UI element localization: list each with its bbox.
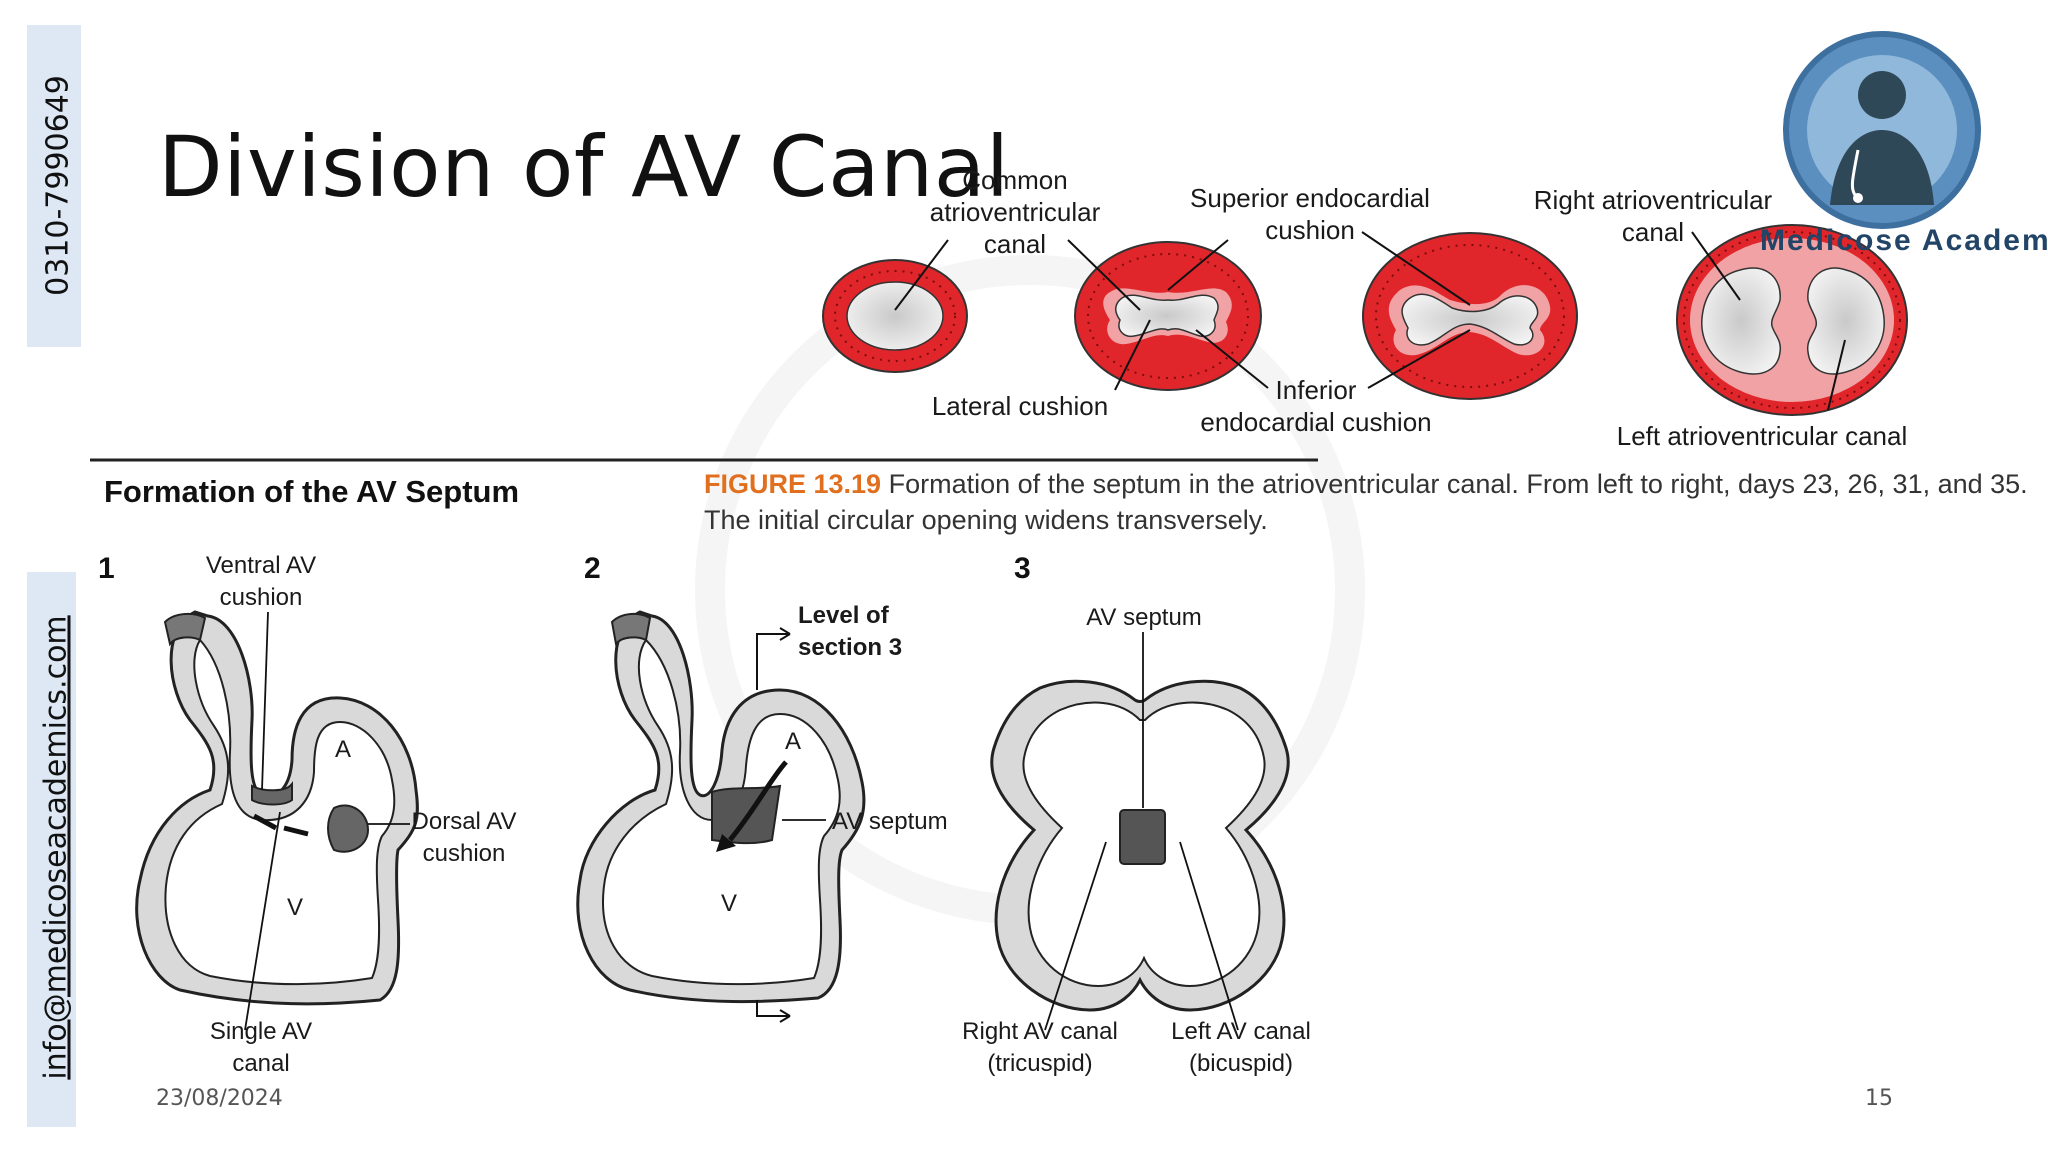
section-heading: Formation of the AV Septum: [104, 474, 520, 509]
day26-lumen: [1115, 294, 1219, 338]
stage-day26: [1074, 241, 1262, 391]
label-left-av-canal: Left atrioventricular canal: [1616, 421, 1908, 451]
caption-text: Formation of the septum in the atriovent…: [881, 469, 2028, 499]
stage-day31: [1362, 232, 1578, 400]
top-leaders: [894, 231, 1846, 411]
label-ventral-cushion: Ventral AV cushion: [205, 552, 317, 611]
label-lateral-cushion: Lateral cushion: [931, 391, 1109, 421]
panel-1-heart: [135, 610, 419, 1006]
label-right-av-canal: Right atrioventricular canal: [1533, 185, 1773, 247]
left-av-canal-lumen: [1806, 267, 1885, 375]
figure-caption-line2: The initial circular opening widens tran…: [704, 505, 1268, 535]
label-v1: V: [286, 894, 303, 921]
phone-box: [27, 25, 81, 347]
av-septum-panel3: [1119, 809, 1166, 865]
panel-2-heart: [576, 610, 866, 1004]
bottom-leaders: [244, 611, 1239, 1031]
label-left-av-canal-3: Left AV canal (bicuspid): [1171, 1018, 1311, 1077]
logo: [1783, 31, 1981, 229]
panel-number-1: 1: [98, 552, 115, 585]
label-av-septum-2: AV septum: [832, 808, 948, 835]
slide-date: 23/08/2024: [156, 1086, 283, 1111]
logo-text: Medicose Academics: [1760, 224, 2048, 257]
label-v2: V: [720, 890, 737, 917]
label-common-canal: Common atrioventricular canal: [929, 165, 1101, 259]
label-av-septum-3: AV septum: [1086, 604, 1202, 631]
section-level-arrows: [756, 627, 791, 1023]
right-av-canal-lumen: [1701, 267, 1782, 375]
day31-lumen: [1401, 293, 1539, 346]
panel-number-2: 2: [584, 552, 601, 585]
label-inferior-cushion: Inferior endocardial cushion: [1200, 375, 1432, 437]
ventral-cushion-1: [251, 781, 293, 806]
page-number: 15: [1865, 1086, 1893, 1111]
label-single-canal: Single AV canal: [209, 1018, 313, 1077]
slide-title: Division of AV Canal: [158, 118, 1010, 216]
label-a1: A: [334, 736, 351, 763]
label-right-av-canal-3: Right AV canal (tricuspid): [962, 1018, 1118, 1077]
stage-day23: [822, 259, 968, 373]
email-box: [27, 572, 76, 1127]
dorsal-cushion-1: [327, 804, 370, 853]
panel-3-section: [990, 679, 1290, 1012]
figure-caption: FIGURE 13.19 Formation of the septum in …: [704, 466, 2028, 502]
common-canal-lumen: [846, 281, 944, 351]
caption-figure-number: FIGURE 13.19: [704, 469, 882, 499]
stage-day35: [1676, 224, 1908, 416]
label-dorsal-cushion: Dorsal AV cushion: [411, 808, 517, 867]
label-a2: A: [784, 728, 801, 755]
label-level-section: Level of section 3: [798, 602, 903, 661]
label-superior-cushion: Superior endocardial cushion: [1190, 183, 1430, 245]
panel-number-3: 3: [1014, 552, 1031, 585]
